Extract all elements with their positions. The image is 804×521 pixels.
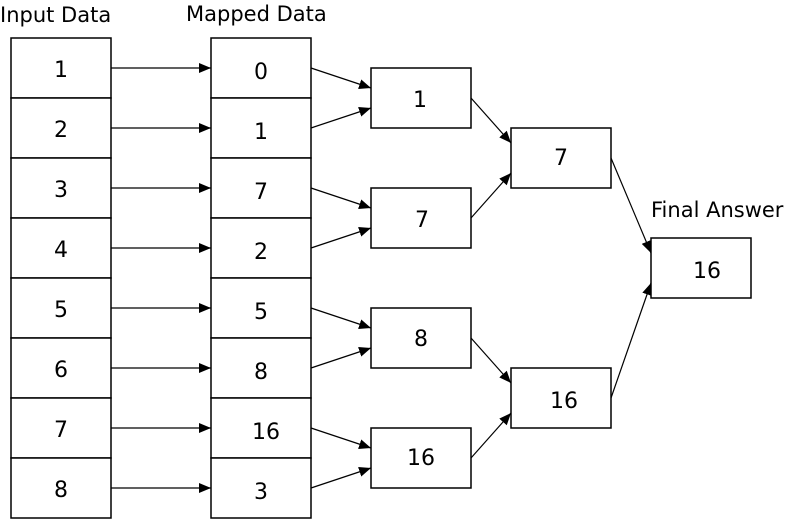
mapped-cell-value: 1 <box>254 120 268 145</box>
arrow-edge <box>310 227 372 249</box>
input-cell-value: 4 <box>54 238 68 263</box>
arrow-edges <box>111 63 652 493</box>
mapped-cell: 5 <box>210 277 312 339</box>
arrow-edge <box>310 467 372 489</box>
reduce-node-value: 7 <box>554 146 568 171</box>
input-cell: 8 <box>10 457 112 519</box>
input-cell-value: 3 <box>54 178 68 203</box>
input-column: 1 2 3 4 5 6 7 8 <box>10 37 112 519</box>
arrow-edge <box>310 67 372 89</box>
input-cell: 3 <box>10 157 112 219</box>
mapped-cell: 0 <box>210 37 312 99</box>
arrow-edge <box>470 172 512 219</box>
arrow-edge <box>310 187 372 209</box>
input-cell-value: 5 <box>54 298 68 323</box>
reduce-level-1: 1 7 8 16 <box>370 67 472 489</box>
reduce-node: 16 <box>510 367 612 429</box>
arrow-edge <box>470 97 512 144</box>
reduce-node: 7 <box>370 187 472 249</box>
mapped-cell: 16 <box>210 397 312 459</box>
reduce-node-value: 1 <box>413 88 427 113</box>
input-cell-value: 2 <box>54 118 68 143</box>
arrow-edge <box>470 337 512 384</box>
input-cell-value: 6 <box>54 358 68 383</box>
arrow-edge <box>610 282 652 399</box>
mapped-cell: 7 <box>210 157 312 219</box>
final-answer-value: 16 <box>693 259 721 284</box>
input-cell-value: 8 <box>54 478 68 503</box>
input-data-heading: Input Data <box>0 3 111 27</box>
input-cell-value: 1 <box>54 58 68 83</box>
mapped-cell: 2 <box>210 217 312 279</box>
mapped-cell: 8 <box>210 337 312 399</box>
arrow-edge <box>610 157 652 254</box>
reduce-node: 8 <box>370 307 472 369</box>
reduce-node-value: 8 <box>414 327 428 352</box>
mapped-cell-value: 16 <box>252 420 280 445</box>
arrow-edge <box>470 412 512 459</box>
reduce-node: 1 <box>370 67 472 129</box>
reduce-level-2: 7 16 <box>510 127 612 429</box>
input-cell: 4 <box>10 217 112 279</box>
arrow-edge <box>310 307 372 329</box>
reduce-node-value: 16 <box>550 389 578 414</box>
mapped-cell-value: 3 <box>254 480 268 505</box>
reduce-node: 7 <box>510 127 612 189</box>
mapped-cell-value: 0 <box>254 60 268 85</box>
input-cell: 5 <box>10 277 112 339</box>
arrow-edge <box>310 107 372 129</box>
input-cell: 2 <box>10 97 112 159</box>
final-answer-node: 16 <box>650 237 752 299</box>
reduce-node: 16 <box>370 427 472 489</box>
mapped-data-heading: Mapped Data <box>186 2 327 26</box>
arrow-edge <box>310 427 372 449</box>
final-answer-heading: Final Answer <box>651 198 784 222</box>
reduce-node-value: 16 <box>407 446 435 471</box>
input-cell: 6 <box>10 337 112 399</box>
input-cell-value: 7 <box>54 418 68 443</box>
mapped-cell: 1 <box>210 97 312 159</box>
arrow-edge <box>310 347 372 369</box>
mapped-cell-value: 5 <box>254 300 268 325</box>
reduce-node-value: 7 <box>415 208 429 233</box>
mapped-cell-value: 7 <box>254 180 268 205</box>
input-cell: 1 <box>10 37 112 99</box>
mapped-column: 0 1 7 2 5 8 16 3 <box>210 37 312 519</box>
input-cell: 7 <box>10 397 112 459</box>
mapped-cell: 3 <box>210 457 312 519</box>
mapped-cell-value: 8 <box>254 360 268 385</box>
mapped-cell-value: 2 <box>254 240 268 265</box>
